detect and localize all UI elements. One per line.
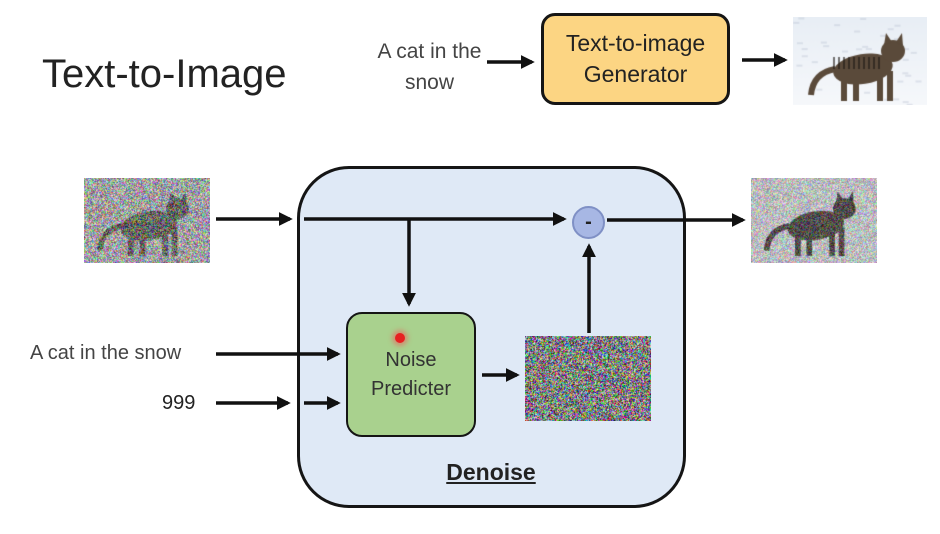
red-laser-pointer [395, 333, 405, 343]
